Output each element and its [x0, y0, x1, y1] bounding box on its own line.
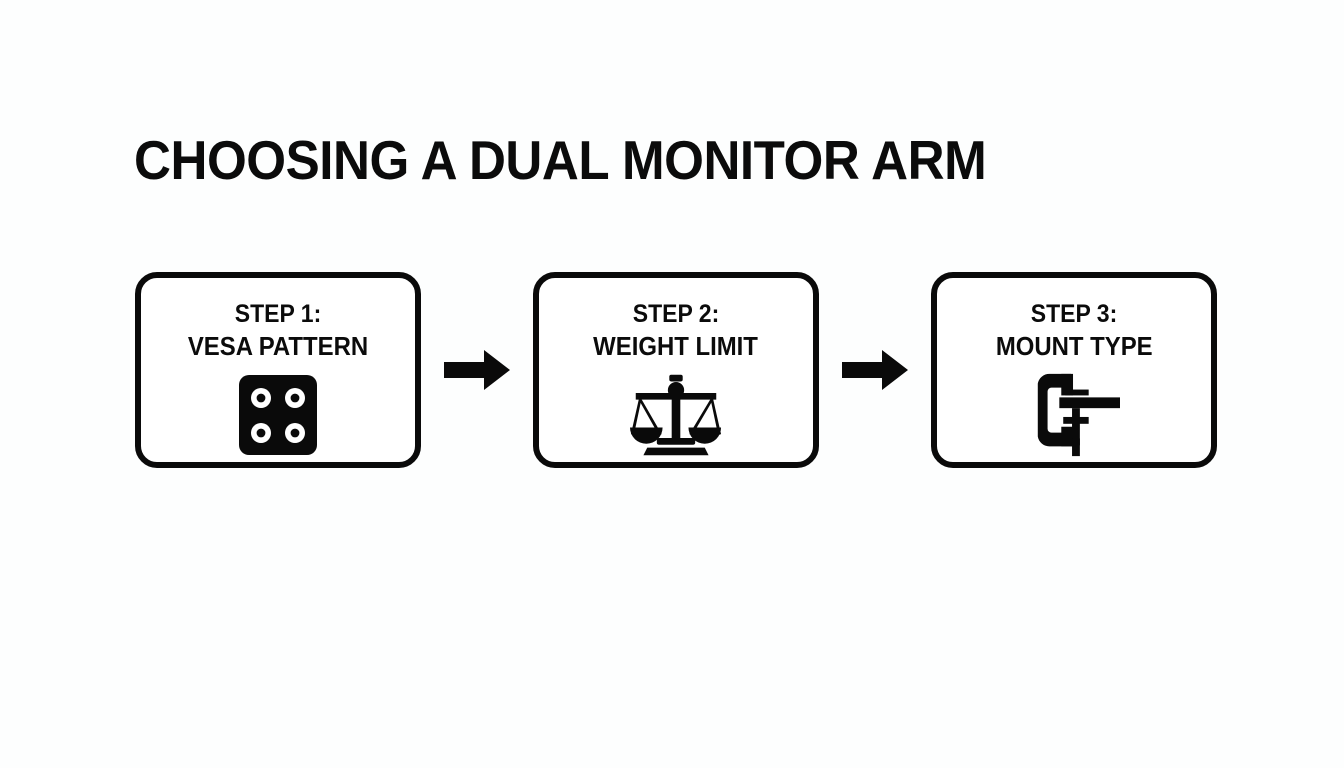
balance-scale-icon [630, 372, 722, 458]
step-card-3[interactable]: STEP 3: MOUNT TYPE [931, 272, 1217, 468]
step-1-topic-label: VESA PATTERN [187, 331, 369, 361]
step-card-1[interactable]: STEP 1: VESA PATTERN [135, 272, 421, 468]
arrow-right-icon-2 [839, 347, 911, 393]
vesa-pattern-icon [232, 372, 324, 458]
step-3-topic-label: MOUNT TYPE [995, 331, 1153, 361]
step-3-number-label: STEP 3: [1030, 300, 1118, 328]
step-card-2[interactable]: STEP 2: WEIGHT LIMIT [533, 272, 819, 468]
page-title: CHOOSING A DUAL MONITOR ARM [134, 129, 987, 191]
step-1-number-label: STEP 1: [234, 300, 322, 328]
step-flow: STEP 1: VESA PATTERN [135, 271, 1217, 469]
c-clamp-icon [1028, 372, 1120, 458]
step-2-number-label: STEP 2: [632, 300, 720, 328]
arrow-right-icon-1 [441, 347, 513, 393]
step-2-topic-label: WEIGHT LIMIT [593, 331, 759, 361]
